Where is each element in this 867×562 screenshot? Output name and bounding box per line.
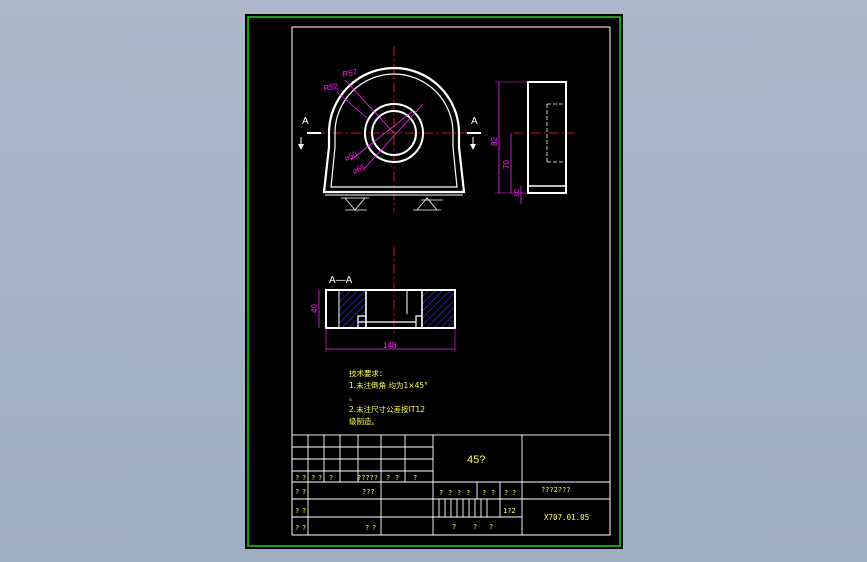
- tb-r2-2: ?: [302, 488, 306, 496]
- tb-weight-1: ?: [482, 489, 486, 497]
- tb-r1-1: ?: [295, 474, 299, 482]
- dim-70: 70: [502, 160, 511, 169]
- r52-leader: [336, 91, 368, 119]
- note-line-3: 。: [349, 393, 357, 402]
- part-name: ???2???: [541, 486, 571, 494]
- note-line-4: 2.未注尺寸公差按IT12: [349, 404, 425, 414]
- tb-ratio-1: ?: [504, 489, 508, 497]
- tb-stage-1: ?: [439, 489, 443, 497]
- section-step: [357, 315, 422, 328]
- d50-leader: [350, 109, 415, 161]
- tb-r1-6: ?????: [357, 474, 378, 482]
- outer-frame: [247, 16, 621, 547]
- tb-r1-8: ?: [395, 474, 399, 482]
- technical-notes: 技术要求： 1.未注倒角 均为1×45° 。 2.未注尺寸公差按IT12 级制造…: [349, 368, 428, 426]
- section-title: A—A: [329, 275, 353, 286]
- scale: 1?2: [503, 507, 516, 515]
- roughness-symbol-right: [413, 197, 443, 211]
- tb-sheet-3: ?: [489, 523, 493, 531]
- drawing-sheet: R57 R52 ⌀50 ⌀65 A A: [245, 14, 623, 549]
- side-outline: [527, 81, 567, 194]
- front-inner-outline: [330, 73, 458, 188]
- tb-r1-9: ?: [413, 474, 417, 482]
- d65-leader: [362, 103, 424, 171]
- tb-r2-1: ?: [295, 488, 299, 496]
- dim-82: 82: [490, 137, 499, 146]
- tb-stage-2: ?: [448, 489, 452, 497]
- dim-40: 40: [310, 304, 319, 313]
- side-view: 82 70 10: [490, 81, 575, 204]
- note-line-1: 技术要求：: [349, 368, 387, 378]
- dim-d65: ⌀65: [351, 162, 366, 176]
- section-arrowhead-right: [470, 144, 476, 150]
- hatch-right: [422, 291, 454, 327]
- section-mark-right: A: [471, 116, 478, 127]
- hatch-left: [339, 291, 366, 327]
- cad-drawing: R57 R52 ⌀50 ⌀65 A A: [247, 16, 621, 547]
- tb-ratio-2: ?: [512, 489, 516, 497]
- tb-sheet-1: ?: [452, 523, 456, 531]
- tb-r3-1: ?: [295, 507, 299, 515]
- tb-r1-2: ?: [302, 474, 306, 482]
- tb-sheet-2: ?: [473, 523, 477, 531]
- tb-r4-2: ?: [302, 524, 306, 532]
- tb-r1-4: ?: [318, 474, 322, 482]
- title-block: [291, 434, 611, 536]
- roughness-symbol-left: [341, 197, 369, 211]
- section-mark-left: A: [302, 116, 309, 127]
- bore-inner-circle: [371, 110, 417, 156]
- section-outline: [325, 289, 456, 329]
- note-line-2: 1.未注倒角 均为1×45°: [349, 380, 428, 390]
- drawing-number: X707.01.05: [544, 513, 589, 522]
- title-block-text: 45? ???2??? X707.01.05 1?2 ? ? ? ? ? ???…: [295, 454, 589, 532]
- tb-stage-4: ?: [466, 489, 470, 497]
- r57-leader: [344, 79, 395, 134]
- dim-d50: ⌀50: [343, 149, 358, 163]
- note-line-5: 级制造。: [349, 416, 379, 426]
- material: 45?: [467, 454, 485, 466]
- tb-r1-3: ?: [311, 474, 315, 482]
- bore-outer-circle: [364, 103, 424, 163]
- dim-r52: R52: [323, 81, 340, 93]
- dim-r57: R57: [342, 67, 359, 79]
- dim-10: 10: [514, 189, 521, 197]
- tb-r3-2: ?: [302, 507, 306, 515]
- tb-r1-7: ?: [386, 474, 390, 482]
- front-outer-outline: [322, 66, 466, 194]
- section-arrowhead-left: [298, 144, 304, 150]
- tb-r4-1: ?: [295, 524, 299, 532]
- tb-r4-3: ?: [365, 524, 369, 532]
- tb-r4-4: ?: [372, 524, 376, 532]
- section-view: A—A 40 148: [310, 246, 456, 352]
- tb-r1-5: ?: [329, 474, 333, 482]
- tb-weight-2: ?: [491, 489, 495, 497]
- dim-148: 148: [383, 341, 397, 350]
- front-view: R57 R52 ⌀50 ⌀65 A A: [298, 46, 481, 212]
- tb-r2-3: ???: [362, 488, 375, 496]
- tb-stage-3: ?: [457, 489, 461, 497]
